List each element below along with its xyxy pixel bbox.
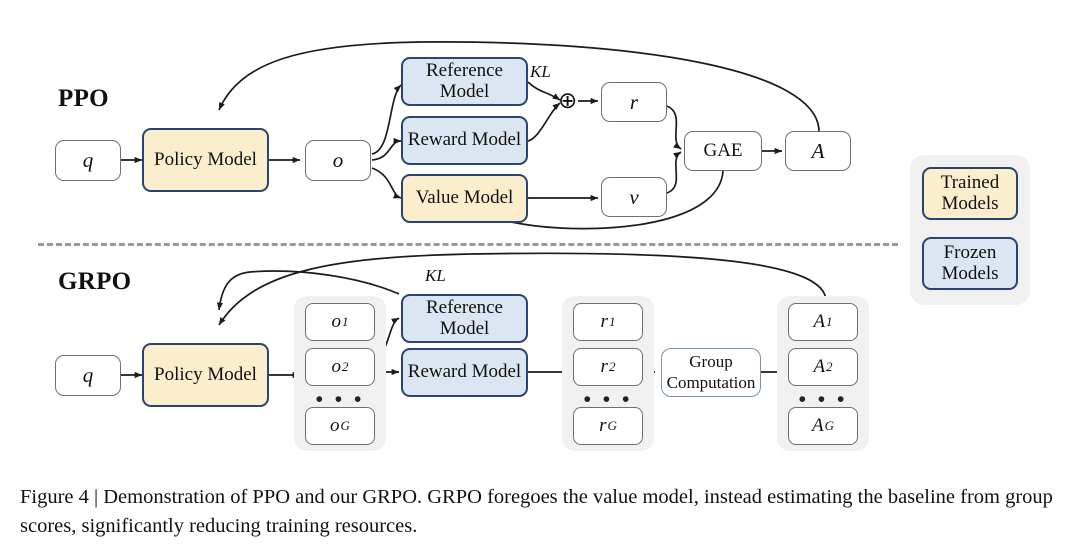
ppo-kl-label: KL (530, 62, 551, 81)
grpo-reward-symbol-g: r (599, 415, 607, 436)
grpo-query-node: q (55, 355, 121, 396)
grpo-kl-label: KL (425, 266, 446, 285)
grpo-advantage-symbol-g: A (812, 415, 824, 436)
grpo-output-symbol-g: o (330, 415, 340, 436)
grpo-advantage-symbol-1: A (813, 311, 826, 332)
grpo-reward-model-node: Reward Model (401, 348, 528, 397)
grpo-group-computation-node: Group Computation (661, 348, 761, 397)
grpo-outputs-ellipsis: • • • (315, 388, 365, 411)
grpo-output-symbol-1: o (331, 311, 342, 332)
grpo-reward-sub-2: 2 (608, 359, 616, 374)
grpo-reward-symbol-1: r (600, 311, 608, 332)
grpo-advantages-ellipsis: • • • (798, 388, 848, 411)
legend-frozen-models-swatch: Frozen Models (922, 237, 1018, 290)
grpo-advantage-symbol-2: A (813, 356, 826, 377)
section-divider (38, 243, 898, 246)
grpo-reference-model-node: Reference Model (401, 294, 528, 343)
grpo-section-title: GRPO (58, 268, 132, 295)
ppo-reward-model-node: Reward Model (401, 116, 528, 165)
ppo-output-node: o (305, 140, 371, 181)
ppo-value-estimate-node: v (601, 177, 667, 217)
grpo-output-sub-1: 1 (342, 314, 349, 329)
grpo-output-sub-2: 2 (342, 359, 349, 374)
ppo-reference-model-node: Reference Model (401, 57, 528, 106)
ppo-gae-node: GAE (684, 131, 762, 171)
ppo-reward-value-node: r (601, 82, 667, 122)
ppo-policy-model-node: Policy Model (142, 128, 269, 192)
ppo-plus-operator: ⊕ (558, 88, 578, 114)
figure-caption: Figure 4 | Demonstration of PPO and our … (20, 486, 1053, 538)
legend-trained-models-swatch: Trained Models (922, 167, 1018, 220)
grpo-reward-sub-1: 1 (608, 314, 616, 329)
grpo-advantage-sub-2: 2 (826, 359, 833, 374)
grpo-policy-model-node: Policy Model (142, 343, 269, 407)
ppo-advantage-node: A (785, 131, 851, 171)
grpo-reward-sub-g: G (607, 418, 617, 433)
ppo-section-title: PPO (58, 85, 109, 112)
grpo-advantage-sub-g: G (824, 418, 834, 433)
grpo-output-sub-g: G (340, 418, 350, 433)
grpo-output-symbol-2: o (331, 356, 342, 377)
grpo-advantage-sub-1: 1 (826, 314, 833, 329)
grpo-rewards-ellipsis: • • • (583, 388, 633, 411)
ppo-query-node: q (55, 140, 121, 181)
ppo-value-model-node: Value Model (401, 174, 528, 223)
grpo-reward-symbol-2: r (600, 356, 608, 377)
